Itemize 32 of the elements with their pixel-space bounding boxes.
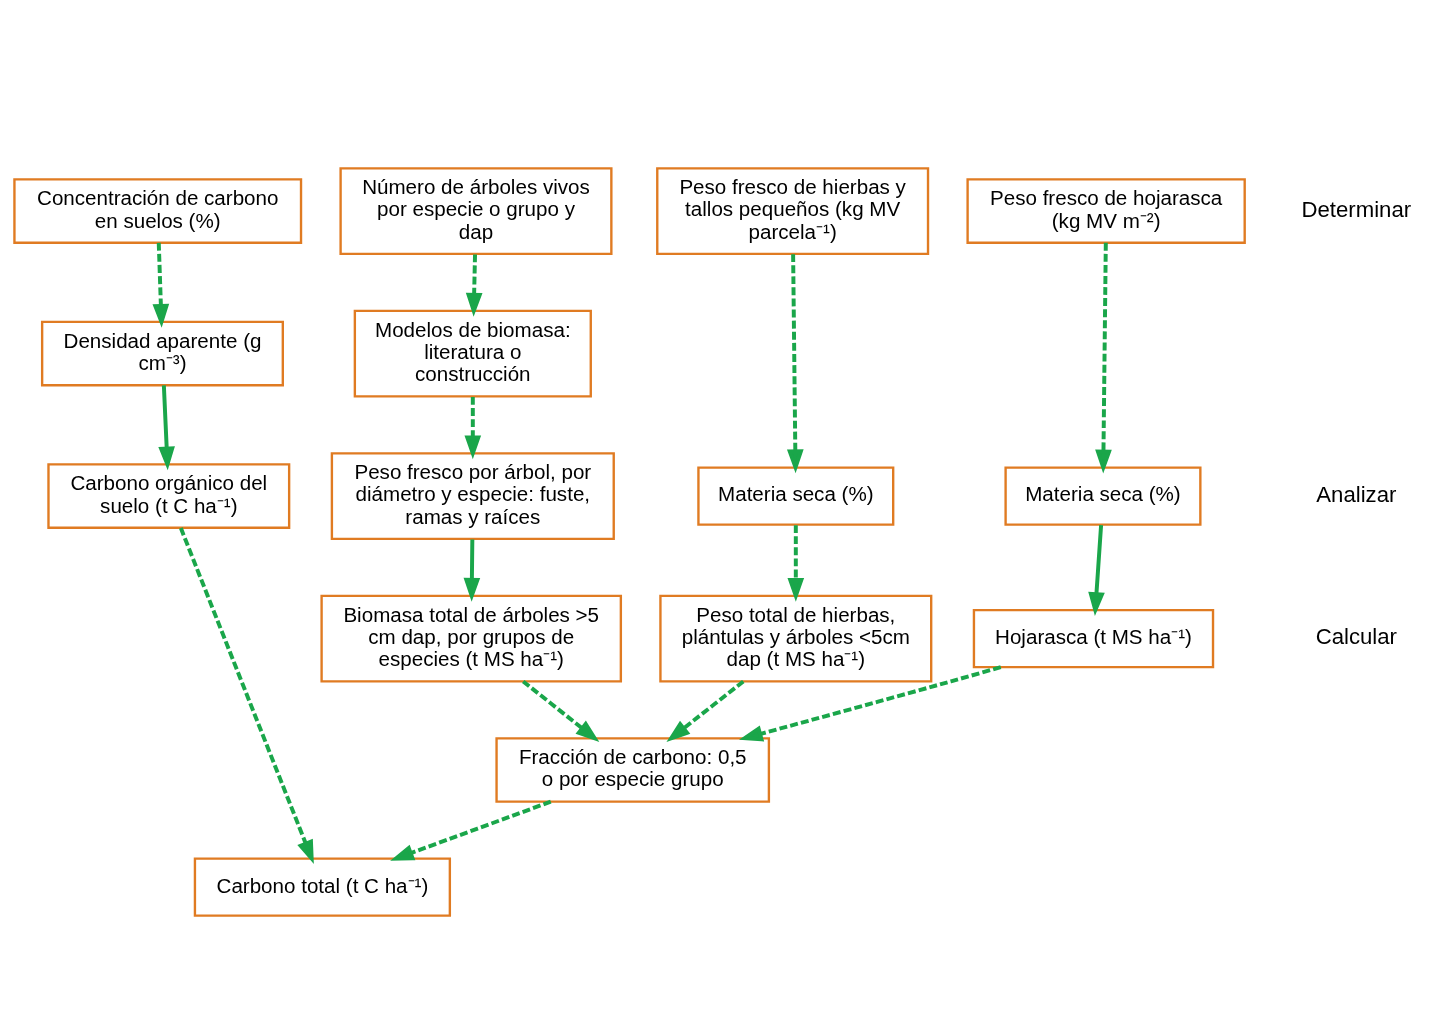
node-box: Fracción de carbono: 0,5 o por especie grupo xyxy=(495,736,771,803)
arrow xyxy=(666,679,745,742)
node-box: Peso total de hierbas, plántulas y árboles <5cm dap (t MS ha⁻¹) xyxy=(659,594,933,683)
label: Determinar xyxy=(1301,196,1412,222)
label: Calcular xyxy=(1315,623,1397,649)
node-box: Carbono orgánico del suelo (t C ha⁻¹) xyxy=(47,462,291,529)
node-box: Peso fresco de hojarasca (kg MV m⁻²) xyxy=(966,177,1246,244)
arrow xyxy=(158,384,175,470)
arrow xyxy=(1095,242,1112,473)
node-box: Número de árboles vivos por especie o grupo y dap xyxy=(339,166,613,255)
arrow xyxy=(463,538,481,602)
node-box: Hojarasca (t MS ha⁻¹) xyxy=(972,608,1215,668)
node-box: Materia seca (%) xyxy=(1004,465,1202,526)
node-box: Materia seca (%) xyxy=(697,465,895,526)
node-box: Concentración de carbono en suelos (%) xyxy=(13,177,303,244)
node-box: Carbono total (t C ha⁻¹) xyxy=(193,856,452,917)
arrow xyxy=(464,396,482,459)
arrow xyxy=(390,799,552,861)
arrow xyxy=(465,253,483,317)
node-box: Peso fresco de hierbas y tallos pequeños (kg MV parcela⁻¹) xyxy=(656,166,930,255)
node-box: Peso fresco por árbol, por diámetro y especie: fuste, ramas y raíces xyxy=(330,451,615,540)
arrow xyxy=(739,664,1002,742)
arrow xyxy=(1088,524,1105,616)
label: Analizar xyxy=(1316,481,1397,507)
arrow xyxy=(521,679,600,742)
arrow xyxy=(152,242,170,328)
arrow xyxy=(787,524,805,602)
node-box: Biomasa total de árboles >5 cm dap, por grupos de especies (t MS ha⁻¹) xyxy=(320,594,623,683)
arrow xyxy=(786,253,804,473)
arrow xyxy=(179,526,314,864)
node-box: Modelos de biomasa: literatura o construcción xyxy=(353,309,592,397)
node-box: Densidad aparente (g cm⁻³) xyxy=(40,320,284,386)
